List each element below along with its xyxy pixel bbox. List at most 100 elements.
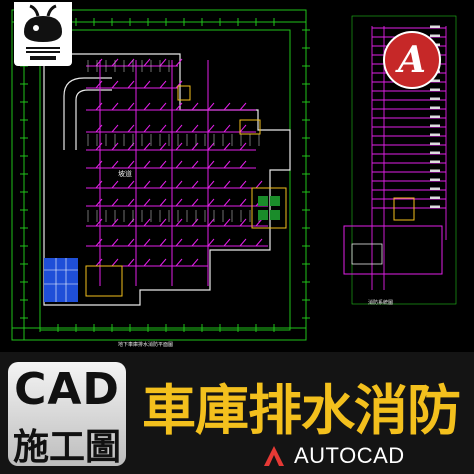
riser-label — [430, 196, 440, 199]
riser-label — [430, 133, 440, 136]
sprinkler-branch — [95, 218, 103, 227]
sprinkler-branch — [175, 198, 183, 207]
sprinkler-branch — [175, 80, 183, 89]
sprinkler-branch — [95, 124, 103, 133]
sprinkler-branch — [143, 58, 151, 67]
sprinkler-branch — [143, 180, 151, 189]
drainage-pipes — [86, 58, 268, 286]
sprinkler-branch — [111, 258, 119, 267]
sprinkler-branch — [223, 160, 231, 169]
sprinkler-branch — [143, 198, 151, 207]
banner-title: 車庫排水消防 — [142, 379, 461, 442]
sprinkler-branch — [207, 238, 215, 247]
sprinkler-branch — [239, 102, 247, 111]
sprinkler-branch — [95, 160, 103, 169]
sprinkler-branch — [239, 160, 247, 169]
sprinkler-branch — [175, 142, 183, 151]
sprinkler-branch — [175, 58, 183, 67]
pump-room — [44, 258, 78, 302]
riser-label — [430, 115, 440, 118]
riser-label — [430, 160, 440, 163]
sprinkler-branch — [255, 238, 263, 247]
ramp-label: 坡道 — [118, 169, 132, 178]
riser-label — [430, 142, 440, 145]
riser-label — [430, 169, 440, 172]
sprinkler-branch — [95, 180, 103, 189]
sprinkler-branch — [207, 180, 215, 189]
stair-core — [258, 196, 280, 220]
sprinkler-branch — [111, 124, 119, 133]
sprinkler-branch — [95, 80, 103, 89]
sprinkler-branch — [127, 102, 135, 111]
riser-label — [430, 34, 440, 37]
sprinkler-branch — [143, 218, 151, 227]
sprinkler-branch — [143, 124, 151, 133]
riser-label — [430, 178, 440, 181]
sprinkler-branch — [127, 80, 135, 89]
sprinkler-branch — [239, 142, 247, 151]
riser-label — [430, 106, 440, 109]
drawing-caption: 地下車庫排水消防平面圖 — [118, 341, 173, 348]
sprinkler-branch — [111, 238, 119, 247]
sprinkler-branch — [127, 180, 135, 189]
sprinkler-branch — [239, 180, 247, 189]
sprinkler-branch — [159, 142, 167, 151]
cad-sub-label: 施工圖 — [12, 427, 121, 468]
sprinkler-branch — [127, 198, 135, 207]
sprinkler-branch — [111, 160, 119, 169]
sprinkler-branch — [159, 80, 167, 89]
sprinkler-branch — [239, 198, 247, 207]
sprinkler-branch — [127, 160, 135, 169]
sprinkler-branch — [207, 218, 215, 227]
sprinkler-branch — [223, 124, 231, 133]
sprinkler-branch — [175, 102, 183, 111]
sprinkler-branch — [159, 238, 167, 247]
sprinkler-branch — [207, 142, 215, 151]
sprinkler-branch — [95, 102, 103, 111]
sprinkler-branch — [223, 180, 231, 189]
sprinkler-branch — [191, 238, 199, 247]
riser-label — [430, 79, 440, 82]
equipment-rooms — [85, 85, 287, 297]
sprinkler-branch — [175, 160, 183, 169]
sprinkler-branch — [207, 124, 215, 133]
sprinkler-branch — [255, 180, 263, 189]
parking-stalls — [87, 60, 260, 222]
cad-label-box: CAD 施工圖 — [8, 362, 126, 468]
sprinkler-branch — [111, 180, 119, 189]
sprinkler-branch — [111, 102, 119, 111]
sprinkler-branch — [159, 124, 167, 133]
brand-name: AUTOCAD — [294, 443, 405, 468]
sprinkler-branch — [239, 218, 247, 227]
sprinkler-branch — [159, 102, 167, 111]
sprinkler-branch — [223, 142, 231, 151]
sprinkler-branch — [127, 258, 135, 267]
sprinkler-branch — [255, 218, 263, 227]
sprinkler-branch — [191, 124, 199, 133]
riser-label — [430, 124, 440, 127]
sprinkler-branch — [175, 124, 183, 133]
sprinkler-branch — [95, 142, 103, 151]
riser-label — [430, 205, 440, 208]
sprinkler-branch — [159, 198, 167, 207]
sprinkler-branch — [239, 124, 247, 133]
sprinkler-branch — [159, 218, 167, 227]
sprinkler-branch — [143, 142, 151, 151]
sprinkler-branch — [191, 180, 199, 189]
autocad-brand: AUTOCAD — [262, 442, 405, 470]
riser-label — [430, 25, 440, 28]
sprinkler-branch — [159, 180, 167, 189]
sprinkler-branch — [143, 80, 151, 89]
riser-label — [430, 97, 440, 100]
system-caption: 消防系統圖 — [368, 299, 393, 306]
sprinkler-branch — [239, 238, 247, 247]
sprinkler-branch — [223, 198, 231, 207]
sprinkler-branch — [143, 160, 151, 169]
sprinkler-branch — [175, 218, 183, 227]
sprinkler-branch — [111, 218, 119, 227]
sprinkler-branch — [175, 180, 183, 189]
sprinkler-branch — [191, 142, 199, 151]
sprinkler-branch — [127, 124, 135, 133]
cad-label: CAD — [14, 364, 120, 415]
dimension-frame — [11, 9, 307, 341]
